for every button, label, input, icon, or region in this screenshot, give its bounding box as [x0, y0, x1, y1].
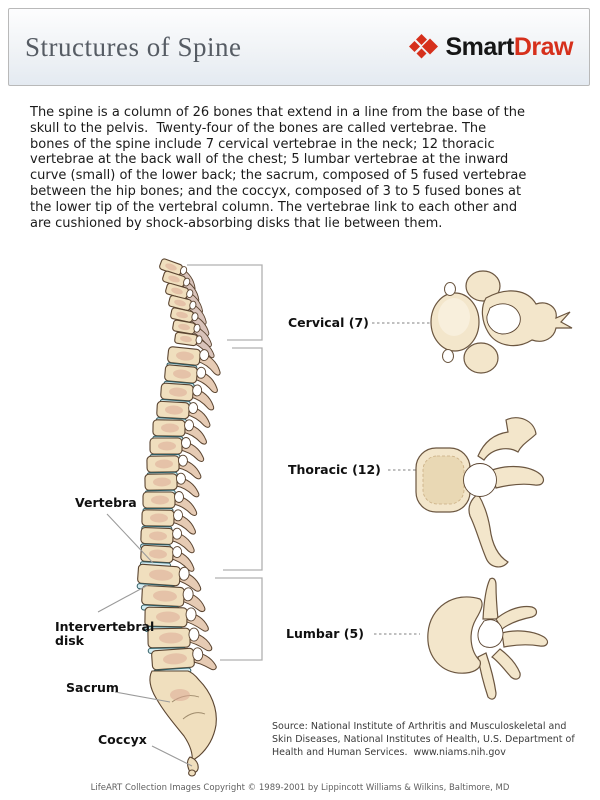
page-title: Structures of Spine — [25, 31, 242, 62]
coccyx-bone — [187, 756, 199, 777]
bracket-cervical — [187, 264, 263, 341]
label-coccyx: Coccyx — [98, 732, 147, 747]
bracket-lumbar — [215, 577, 263, 661]
logo-text-smart: Smart — [445, 32, 514, 61]
pointer-line-vertebra — [106, 513, 154, 564]
copyright-text: LifeART Collection Images Copyright © 19… — [90, 783, 510, 793]
label-intervertebral-disk: Intervertebral disk — [55, 619, 155, 648]
spinal-column-lateral-view — [136, 257, 223, 777]
label-sacrum: Sacrum — [66, 680, 119, 695]
pointer-line-sacrum — [114, 691, 171, 703]
label-vertebra: Vertebra — [75, 495, 137, 510]
bracket-thoracic — [223, 347, 263, 571]
header: Structures of Spine SmartDraw — [8, 8, 590, 86]
source-text: Source: National Institute of Arthritis … — [272, 721, 575, 758]
label-cervical-region: Cervical (7) — [288, 315, 369, 330]
label-lumbar-region: Lumbar (5) — [286, 626, 364, 641]
thoracic-vertebra-illustration — [415, 417, 545, 568]
pointer-line-intervertebral-disk — [97, 584, 149, 613]
intro-paragraph: The spine is a column of 26 bones that e… — [30, 105, 527, 231]
logo-diamond-icon — [409, 33, 439, 58]
cervical-vertebra-illustration — [430, 270, 573, 374]
smartdraw-logo: SmartDraw — [409, 33, 574, 62]
lumbar-vertebra-illustration — [427, 577, 549, 700]
logo-text-draw: Draw — [513, 32, 574, 61]
pointer-line-coccyx — [151, 745, 193, 767]
label-thoracic-region: Thoracic (12) — [288, 462, 381, 477]
sacrum-bone — [149, 670, 217, 763]
spine-illustration — [97, 257, 573, 777]
logo-text: SmartDraw — [445, 33, 573, 62]
